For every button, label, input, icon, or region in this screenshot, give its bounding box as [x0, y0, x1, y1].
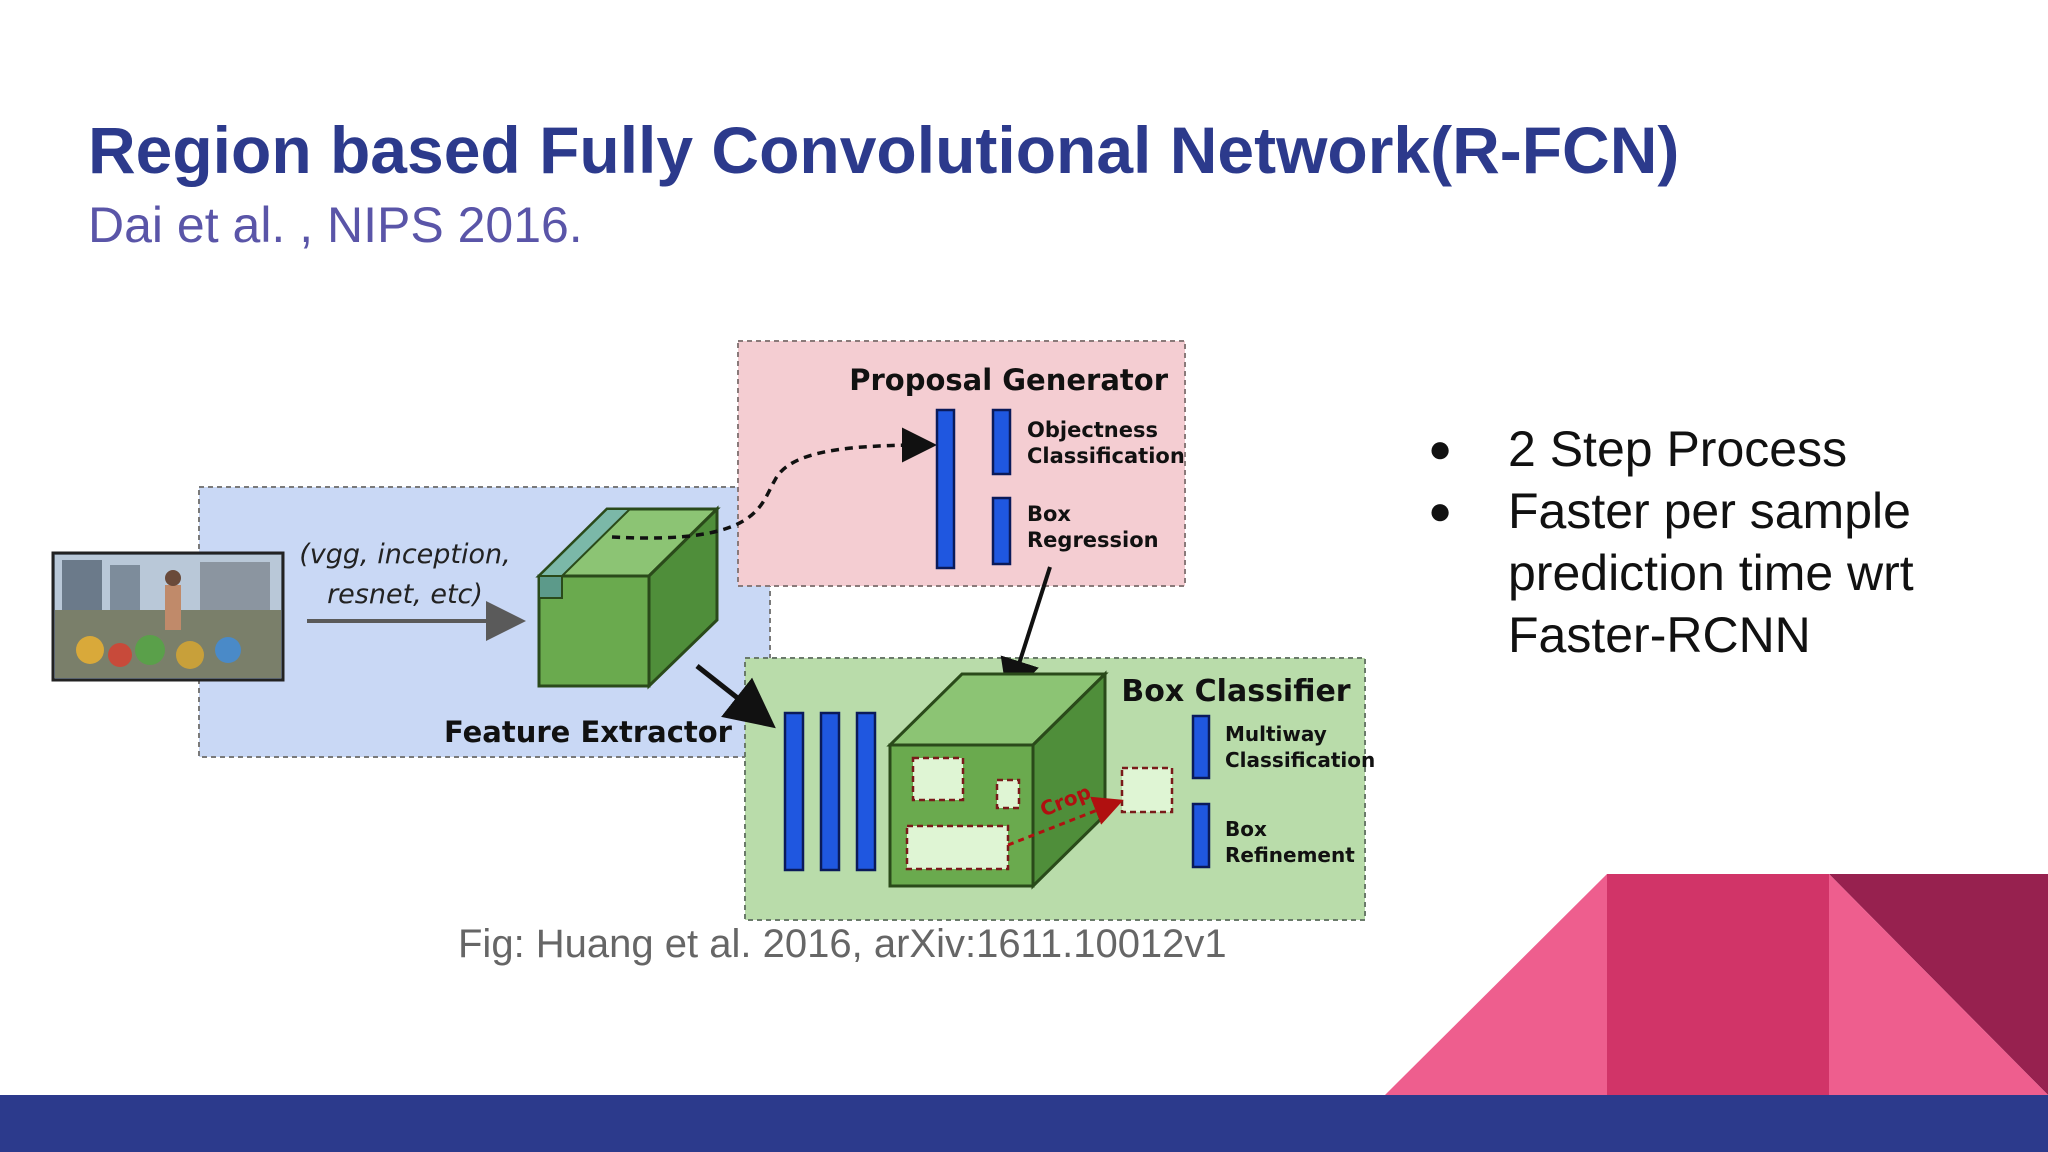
bullet-item: ● 2 Step Process — [1428, 418, 2028, 480]
roi-box-3 — [905, 824, 1010, 871]
classifier-layer-bar-2 — [819, 711, 841, 872]
roi-box-1 — [911, 756, 965, 802]
box-classifier-label: Box Classifier — [1121, 674, 1350, 709]
objectness-label-line2: Classification — [1027, 444, 1185, 468]
box-regression-label-line2: Regression — [1027, 528, 1159, 552]
bullet-marker: ● — [1428, 489, 1453, 533]
bullet-marker: ● — [1428, 427, 1453, 471]
crop-arrow — [1007, 796, 1124, 847]
refinement-label-line2: Refinement — [1225, 843, 1355, 867]
box-regression-layer-bar — [991, 496, 1012, 566]
decor-magenta-block — [1607, 874, 1829, 1095]
classifier-layer-bar-1 — [783, 711, 805, 872]
figure-caption: Fig: Huang et al. 2016, arXiv:1611.10012… — [458, 922, 1227, 966]
feature-map-cube — [535, 505, 721, 690]
rfcn-architecture-diagram: (vgg, inception, resnet, etc) Feature Ex… — [51, 340, 1375, 921]
multiway-label-line2: Classification — [1225, 748, 1375, 772]
proposal-to-classifier-arrow — [1000, 566, 1052, 700]
roi-box-2 — [995, 778, 1021, 810]
classifier-layer-bar-3 — [855, 711, 877, 872]
proposal-generator-panel — [737, 340, 1186, 587]
proposal-layer-bar — [935, 408, 956, 570]
multiway-layer-bar — [1191, 714, 1211, 780]
slide-title: Region based Fully Convolutional Network… — [88, 113, 1680, 187]
cropped-roi-box — [1120, 766, 1174, 814]
slide-subtitle: Dai et al. , NIPS 2016. — [88, 197, 583, 253]
refinement-layer-bar — [1191, 802, 1211, 869]
proposal-generator-label: Proposal Generator — [849, 363, 1168, 397]
decor-pink-triangle — [1385, 874, 1607, 1095]
decor-pink-right-triangle — [1829, 874, 2048, 1095]
multiway-label-line1: Multiway — [1225, 722, 1327, 746]
feature-extractor-label: Feature Extractor — [444, 715, 733, 749]
objectness-label-line1: Objectness — [1027, 418, 1158, 442]
bullet-list: ● 2 Step Process ● Faster per sample pre… — [1428, 418, 2028, 666]
box-regression-label-line1: Box — [1027, 502, 1071, 526]
feature-to-proposal-arrow — [611, 427, 937, 540]
refinement-label-line1: Box — [1225, 817, 1267, 841]
bullet-text: 2 Step Process — [1508, 421, 1848, 477]
objectness-layer-bar — [991, 408, 1012, 476]
footer-bar — [0, 1095, 2048, 1152]
backbone-note-line2: resnet, etc) — [327, 579, 483, 610]
bullet-item: ● Faster per sample prediction time wrt … — [1428, 480, 2028, 666]
backbone-note-line1: (vgg, inception, — [299, 539, 510, 570]
feature-to-classifier-arrow — [695, 664, 776, 729]
bullet-text: Faster per sample prediction time wrt Fa… — [1508, 483, 1914, 663]
input-image-thumbnail — [51, 551, 285, 682]
